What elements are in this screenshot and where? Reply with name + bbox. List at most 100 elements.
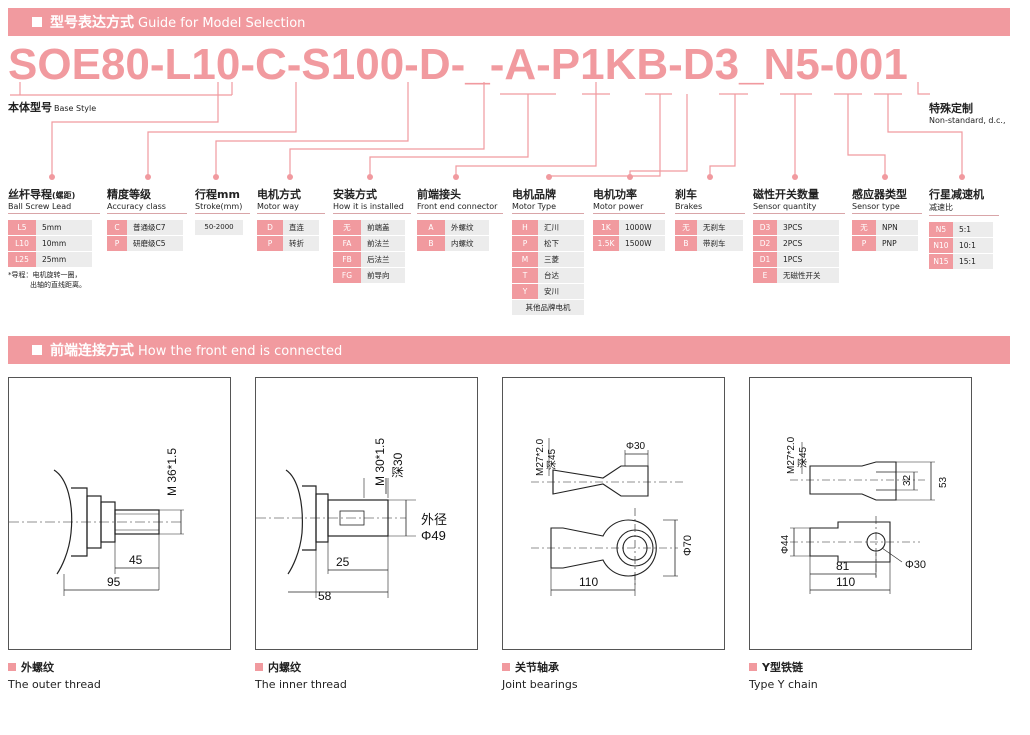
option-value: 5mm bbox=[36, 220, 92, 235]
group-title-zh: 刹车 bbox=[675, 188, 697, 201]
nonstandard-en: Non-standard, d.c., bbox=[929, 116, 1006, 125]
option-value: 转折 bbox=[283, 236, 319, 251]
option-value: 3PCS bbox=[777, 220, 839, 235]
caption-en: The inner thread bbox=[255, 678, 347, 691]
option-code: L5 bbox=[8, 220, 36, 235]
option-value: 安川 bbox=[538, 284, 584, 299]
section-header-model-guide: 型号表达方式 Guide for Model Selection bbox=[8, 8, 1010, 36]
option-value: 10:1 bbox=[953, 238, 993, 253]
option-value: 无磁性开关 bbox=[777, 268, 839, 283]
section-title-zh: 型号表达方式 bbox=[50, 15, 134, 31]
caption-en: Joint bearings bbox=[502, 678, 578, 691]
outer-thread-drawing: M 36*1.5 45 95 bbox=[9, 448, 184, 596]
option-code: T bbox=[512, 268, 538, 283]
option-code: P bbox=[257, 236, 283, 251]
group-title-en: Motor Type bbox=[512, 202, 584, 214]
option-value: 直连 bbox=[283, 220, 319, 235]
dim-phi30: Φ30 bbox=[905, 559, 926, 571]
option-value: 研磨级C5 bbox=[127, 236, 183, 251]
lead-note-line1: *导程：电机旋转一圈， bbox=[8, 271, 82, 279]
option-code: 无 bbox=[675, 220, 697, 235]
y-chain-drawing: M27*2.0 深45 32 53 Φ44 Φ30 81 110 bbox=[780, 436, 949, 594]
group-title-zh: 行星减速机 bbox=[929, 188, 984, 201]
option-row: 无前端盖 bbox=[333, 220, 411, 235]
dim-81: 81 bbox=[836, 559, 850, 573]
option-value: 普通级C7 bbox=[127, 220, 183, 235]
option-code: FA bbox=[333, 236, 361, 251]
option-value: 2PCS bbox=[777, 236, 839, 251]
dim-od-label: 外径 bbox=[421, 512, 447, 527]
option-code: L25 bbox=[8, 252, 36, 267]
dim-95: 95 bbox=[107, 575, 121, 589]
dim-58: 58 bbox=[318, 589, 332, 603]
option-code: N10 bbox=[929, 238, 953, 253]
option-value: 1PCS bbox=[777, 252, 839, 267]
option-code: 无 bbox=[852, 220, 876, 235]
dim-thread: M 30*1.5 bbox=[373, 438, 387, 486]
inner-thread-drawing: M 30*1.5 深30 外径 Φ49 25 58 bbox=[256, 438, 447, 603]
lead-note-line2: 出轴的直线距离。 bbox=[30, 281, 86, 289]
option-value: 三菱 bbox=[538, 252, 584, 267]
group-title-zh: 磁性开关数量 bbox=[753, 188, 819, 201]
option-code: P bbox=[512, 236, 538, 251]
dim-depth: 深45 bbox=[546, 448, 558, 470]
stroke-range: 50-2000 bbox=[195, 220, 243, 235]
option-value: 带刹车 bbox=[697, 236, 743, 251]
panel-joint-bearings: M27*2.0 深45 Φ30 Φ70 110 bbox=[502, 377, 725, 650]
option-value: 5:1 bbox=[953, 222, 993, 237]
base-style-en: Base Style bbox=[54, 104, 97, 113]
group-title-en: Stroke(mm) bbox=[195, 202, 250, 214]
group-title-zh: 安装方式 bbox=[333, 188, 377, 201]
option-code: B bbox=[417, 236, 445, 251]
option-code: D bbox=[257, 220, 283, 235]
option-code: D3 bbox=[753, 220, 777, 235]
option-code: P bbox=[107, 236, 127, 251]
option-value: 前法兰 bbox=[361, 236, 405, 251]
joint-bearing-drawing: M27*2.0 深45 Φ30 Φ70 110 bbox=[531, 438, 694, 596]
option-code: 1.5K bbox=[593, 236, 619, 251]
group-title-zh: 电机品牌 bbox=[512, 188, 556, 201]
panel-outer-thread: M 36*1.5 45 95 bbox=[8, 377, 231, 650]
group-title-zh: 电机功率 bbox=[593, 188, 637, 201]
option-value: 松下 bbox=[538, 236, 584, 251]
dim-phi44: Φ44 bbox=[780, 534, 791, 554]
section-title-en: Guide for Model Selection bbox=[138, 16, 306, 31]
dim-phi70: Φ70 bbox=[682, 535, 694, 556]
option-code: E bbox=[753, 268, 777, 283]
caption-en: Type Y chain bbox=[749, 678, 818, 691]
option-value: NPN bbox=[876, 220, 918, 235]
panel-inner-thread: M 30*1.5 深30 外径 Φ49 25 58 bbox=[255, 377, 478, 650]
group-title-zh: 前端接头 bbox=[417, 188, 461, 201]
option-value: 无刹车 bbox=[697, 220, 743, 235]
caption-zh: 外螺纹 bbox=[8, 661, 54, 674]
option-value: 汇川 bbox=[538, 220, 584, 235]
group-title-zh: 感应器类型 bbox=[852, 188, 907, 201]
group-title-en: Motor power bbox=[593, 202, 665, 214]
option-value: 1500W bbox=[619, 236, 665, 251]
option-value: 台达 bbox=[538, 268, 584, 283]
option-code: H bbox=[512, 220, 538, 235]
dim-25: 25 bbox=[336, 555, 350, 569]
